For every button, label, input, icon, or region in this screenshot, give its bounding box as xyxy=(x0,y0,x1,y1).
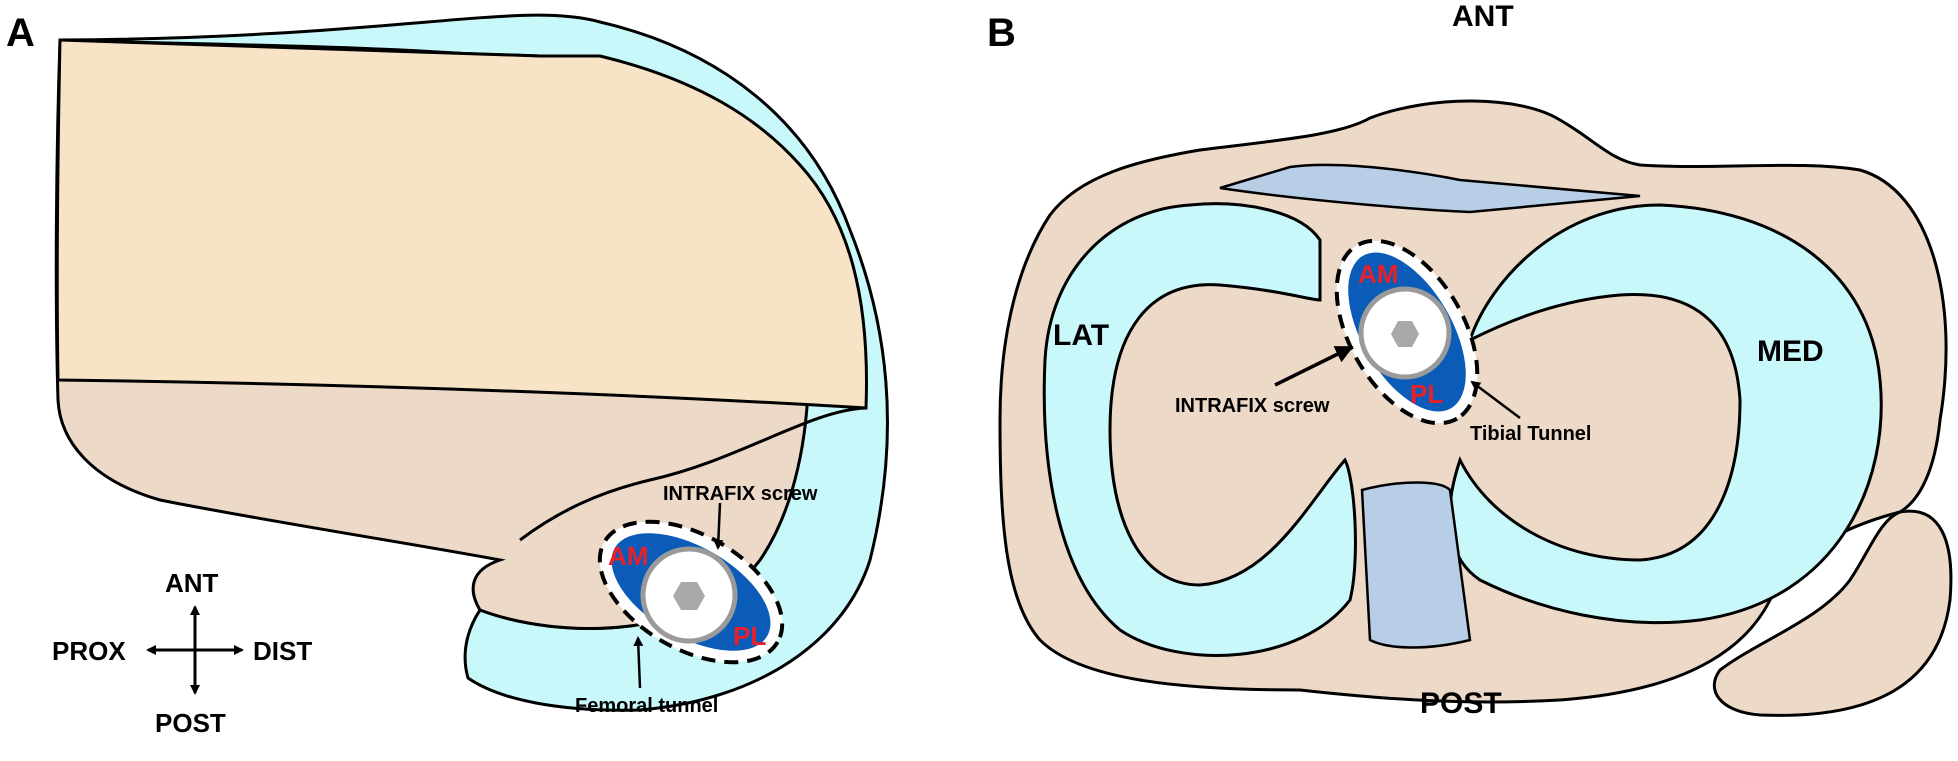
lat-label: LAT xyxy=(1053,319,1109,352)
screw-hex-head xyxy=(673,582,705,610)
am-bundle-label: AM xyxy=(1358,259,1398,289)
pl-bundle-label: PL xyxy=(733,621,766,651)
tunnel-label: Tibial Tunnel xyxy=(1470,423,1591,445)
patellar-ligament xyxy=(1219,163,1641,214)
screw-label: INTRAFIX screw xyxy=(663,483,818,505)
ant-label: ANT xyxy=(1452,0,1514,33)
medial-meniscus xyxy=(1448,203,1883,625)
posterior-cruciate-ligament xyxy=(1360,481,1472,649)
fibular-head xyxy=(1712,509,1953,717)
notch-roof-line xyxy=(519,406,867,542)
lateral-meniscus xyxy=(1042,202,1357,657)
compass-post-label: POST xyxy=(155,708,226,738)
panel-a-letter: A xyxy=(6,11,35,55)
am-bundle-label: AM xyxy=(608,541,648,571)
tunnel-label: Femoral tunnel xyxy=(575,695,718,717)
screw-label: INTRAFIX screw xyxy=(1175,395,1330,417)
panel-b: B AM PL INTRAFIX screw Tibial Tunnel ANT… xyxy=(987,0,1953,720)
screw-hex-head xyxy=(1391,321,1419,347)
post-label: POST xyxy=(1420,687,1502,720)
screw-pointer-arrow xyxy=(1274,346,1354,387)
panel-b-letter: B xyxy=(987,11,1016,55)
screw-pointer-arrow xyxy=(713,502,724,550)
compass-ant-label: ANT xyxy=(165,568,219,598)
pl-bundle-label: PL xyxy=(1410,379,1443,409)
compass-dist-label: DIST xyxy=(253,636,312,666)
med-label: MED xyxy=(1757,335,1824,368)
tunnel-pointer-arrow xyxy=(1470,380,1521,419)
femur-shaft xyxy=(55,38,868,410)
panel-a: A AM PL INTRAFIX screw Femoral tunnel xyxy=(6,11,889,738)
orientation-compass: ANT POST PROX DIST xyxy=(52,568,312,738)
tunnel-pointer-arrow xyxy=(633,636,644,689)
compass-prox-label: PROX xyxy=(52,636,126,666)
